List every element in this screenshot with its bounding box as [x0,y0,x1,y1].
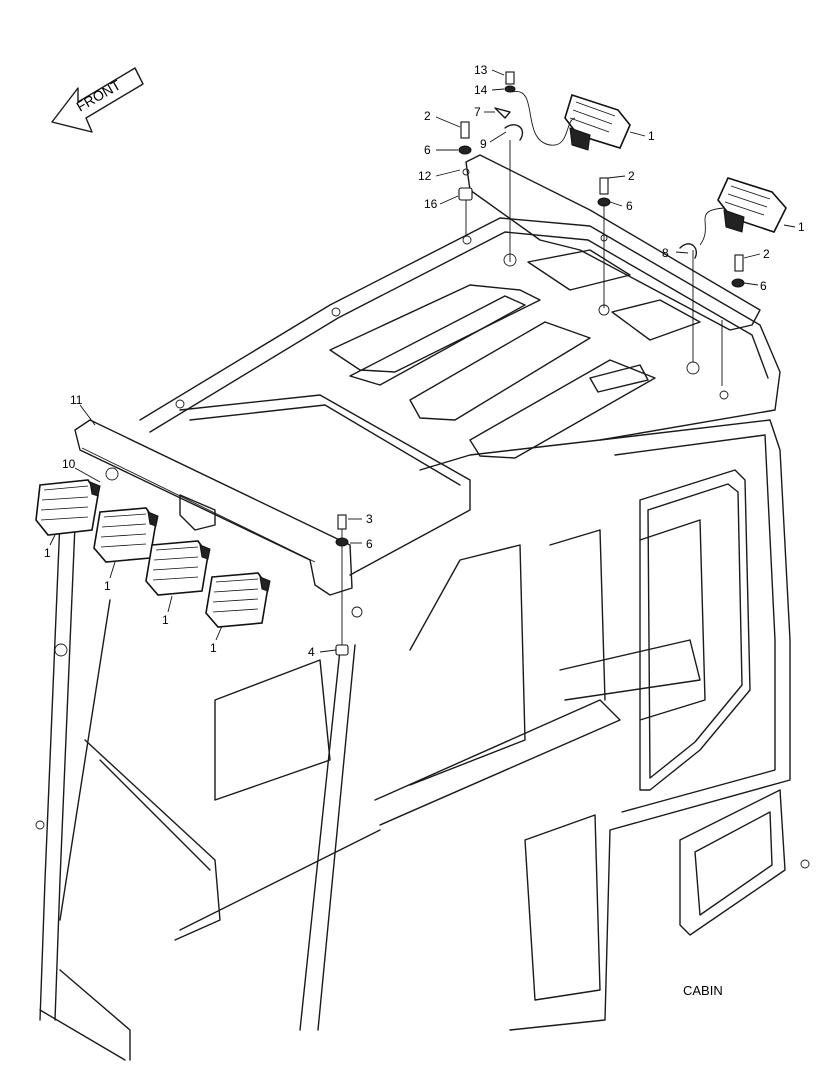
front-work-lamp-2 [93,507,159,563]
callout-label: 8 [662,246,669,260]
rear-work-lamp-1 [564,93,631,151]
callout-label: 6 [626,199,633,213]
callout-label: 1 [44,546,51,560]
callout-label: 1 [104,579,111,593]
callout-label: 2 [763,247,770,261]
front-work-lamp-3 [145,540,211,596]
callout-label: 9 [480,137,487,151]
callout-label: 2 [628,169,635,183]
callout-label: 1 [162,613,169,627]
callout-label: 1 [648,129,655,143]
callout-label: 4 [308,645,315,659]
callout-label: 13 [474,63,488,77]
leader-lines [49,69,796,653]
front-lamp-bar [74,419,353,645]
rear-hardware [458,71,745,288]
front-hardware [335,514,349,656]
callout-label: 11 [70,393,83,407]
front-arrow-icon: FRONT [51,67,144,133]
callout-label: 14 [474,83,488,97]
front-label: FRONT [74,76,124,114]
callout-label: 3 [366,512,373,526]
rear-lamp-bracket [462,140,761,386]
front-work-lamp-4 [205,572,271,628]
callout-label: 12 [418,169,432,183]
callout-label: 10 [62,457,76,471]
rear-work-lamp-2 [717,177,787,233]
callout-label: 6 [760,279,767,293]
diagram-caption: CABIN [683,983,723,998]
callout-label: 1 [210,641,217,655]
front-work-lamp-1 [35,479,101,536]
callout-label: 1 [798,220,805,234]
callout-label: 2 [424,109,431,123]
callout-labels: 13 14 7 2 9 1 6 12 16 2 6 1 8 2 6 11 10 … [44,63,805,659]
callout-label: 6 [424,143,431,157]
callout-label: 16 [424,197,438,211]
callout-label: 6 [366,537,373,551]
cabin-body [35,217,810,1061]
callout-label: 7 [474,105,481,119]
